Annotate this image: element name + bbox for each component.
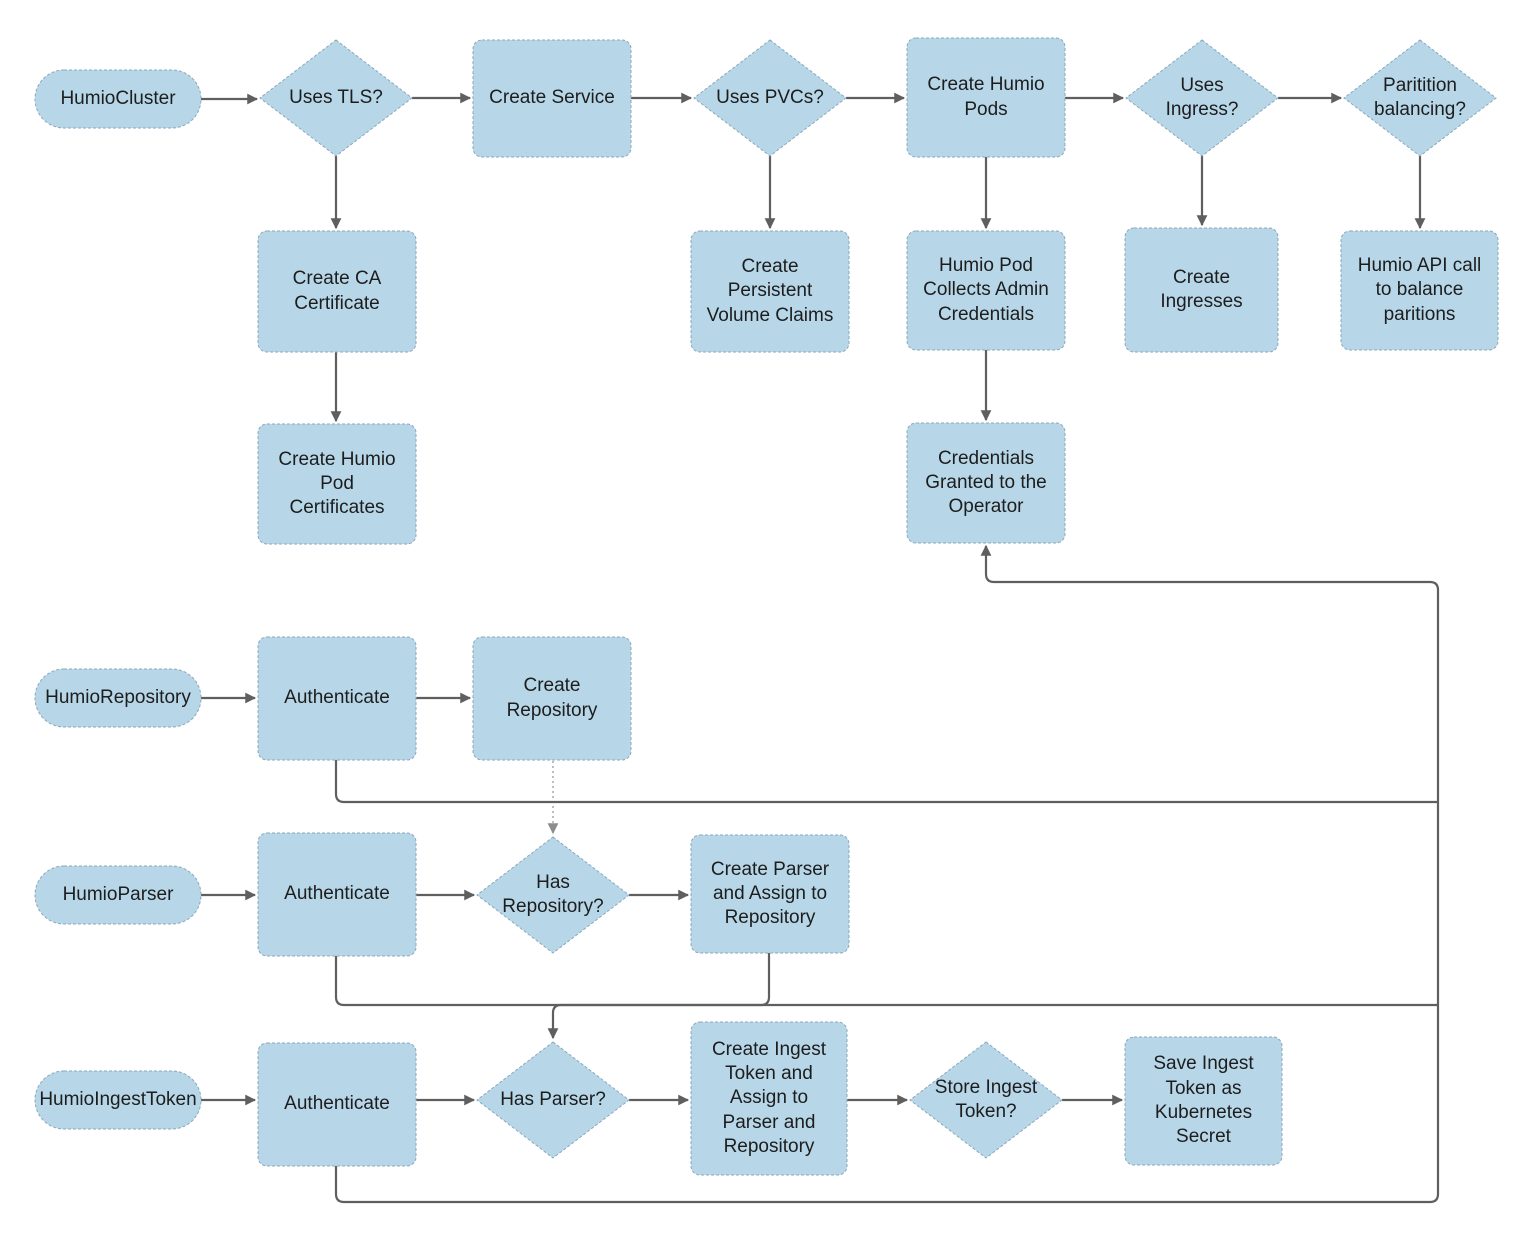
node-group (34, 37, 1499, 1176)
edge-group (201, 92, 1440, 1204)
node-shape-uses-tls (259, 39, 413, 157)
node-shape-uses-ingress (1125, 39, 1279, 157)
node-shape-authenticate-repo (257, 636, 417, 761)
node-shape-humio-pod-collects (906, 230, 1066, 351)
node-shape-create-repository (472, 636, 632, 761)
node-shape-partition-balancing (1343, 39, 1497, 157)
edge-auth-parser-feedback (334, 956, 1438, 1007)
node-shape-create-humio-pod-certs (257, 423, 417, 545)
node-shape-create-pvc (690, 230, 850, 353)
node-shape-create-ingresses (1124, 227, 1279, 353)
edge-auth-token-feedback-to-credentials (334, 544, 1440, 1204)
node-shape-humiocluster (34, 69, 202, 129)
node-shape-authenticate-parser (257, 832, 417, 957)
node-shape-create-ca-certificate (257, 230, 417, 353)
node-shape-has-parser (476, 1041, 630, 1159)
node-shape-humioparser (34, 865, 202, 925)
node-shape-create-parser (690, 834, 850, 954)
node-shape-humioingesttoken (34, 1070, 202, 1130)
node-shape-humio-api-call (1340, 230, 1499, 351)
node-shape-save-ingest-token (1124, 1036, 1283, 1166)
node-shape-create-service (472, 39, 632, 158)
node-shape-uses-pvcs (693, 39, 847, 157)
edge-create-parser-to-has-parser (547, 953, 771, 1040)
node-shape-create-ingest-token (690, 1021, 848, 1176)
node-shape-has-repository (476, 836, 630, 954)
node-shape-authenticate-token (257, 1042, 417, 1167)
node-shape-store-ingest-token (909, 1041, 1063, 1159)
node-shape-credentials-granted (906, 422, 1066, 544)
node-shape-create-humio-pods (906, 37, 1066, 158)
edge-auth-repo-feedback (334, 760, 1438, 804)
node-shape-humiorepository (34, 668, 202, 728)
